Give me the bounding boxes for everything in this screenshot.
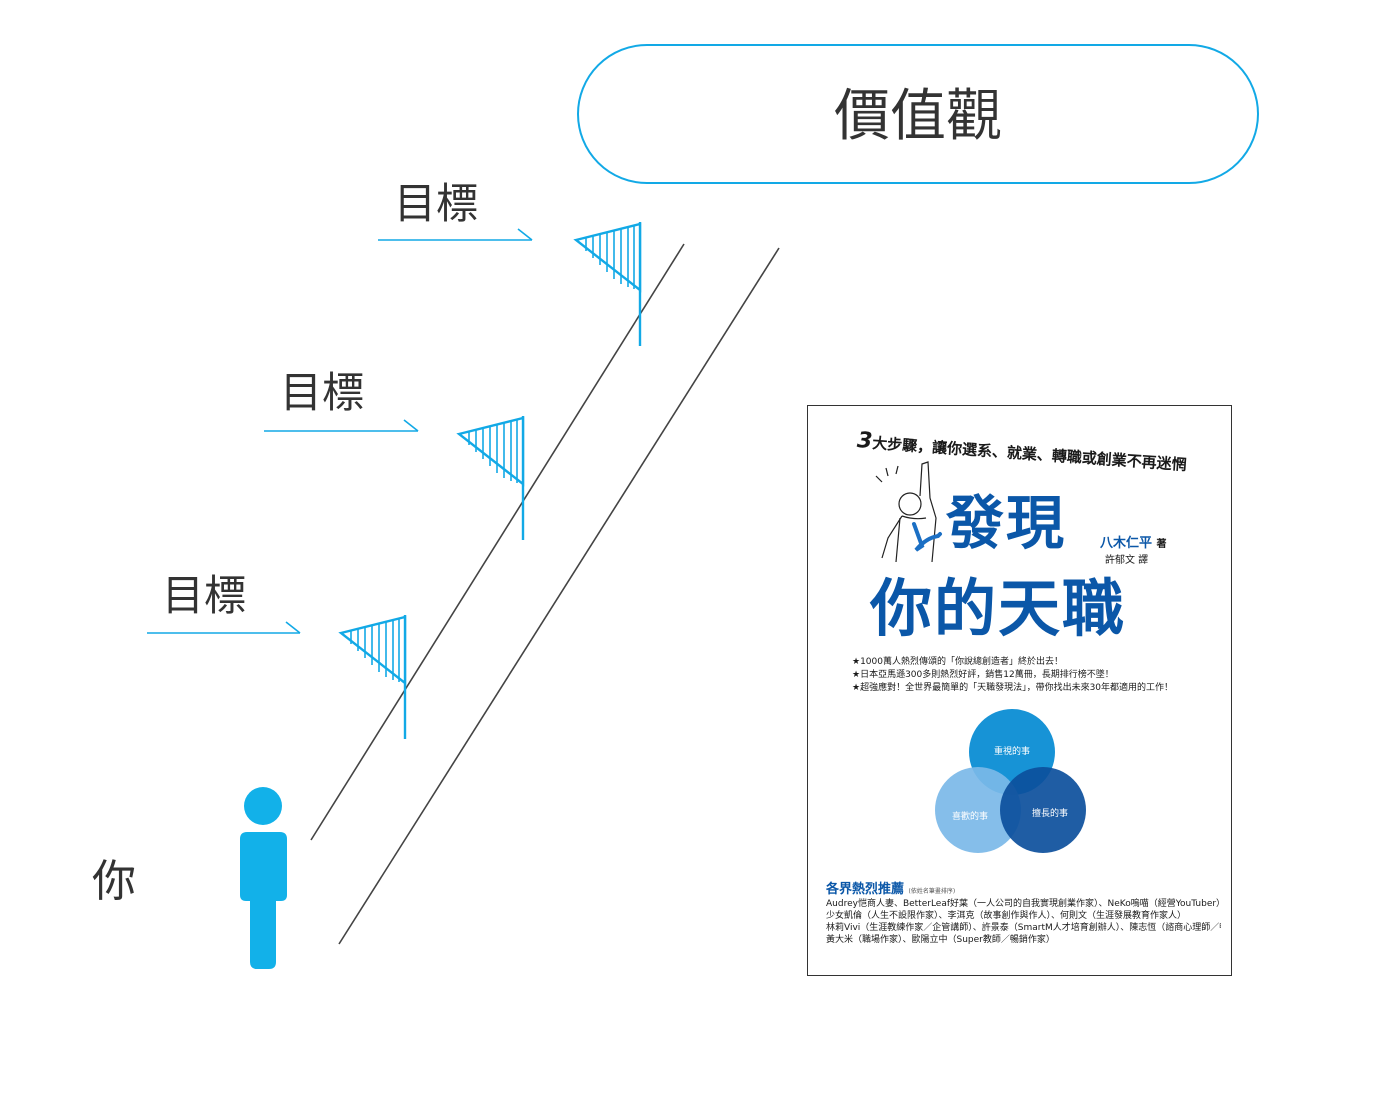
you-label: 你 [92,856,136,907]
goal-label-middle: 目標 [280,368,364,417]
venn-label-left: 喜歡的事 [952,810,988,822]
recommend-line: 黃大米（職場作家）、歐陽立中（Super教師／暢銷作家） [826,935,1055,945]
road-line-left [310,243,685,841]
flag-icon [573,222,642,346]
person-icon [240,787,287,969]
book-title-line-2: 你的天職 [870,572,1127,645]
venn-diagram: 重視的事 喜歡的事 擅長的事 [935,709,1086,853]
recommend-line: 少女凱倫（人生不設限作家）、李洱克（故事創作與作人）、何則文（生涯發展教育作家人… [826,911,1187,921]
book-author: 八木仁平 著 [1100,532,1167,551]
arrow-right-icon [378,228,533,241]
recommend-title-text: 各界熱烈推薦 [826,882,905,897]
book-blurbs: ★1000萬人熱烈傳頌的「你說總創造者」終於出去！ ★日本亞馬遜300多則熱烈好… [852,656,1222,695]
road-line-right [338,247,780,945]
arrow-right-icon [147,621,301,634]
recommend-lines: Audrey恺商人妻、BetterLeaf好葉（一人公司的自我實現創業作家）、N… [826,898,1221,946]
book-blurb: ★超強應對！全世界最簡單的「天職發現法」，帶你找出未來30年都適用的工作！ [852,683,1174,693]
cheering-person-illustration-icon [875,461,942,563]
goal-label-top: 目標 [394,179,478,228]
venn-label-right: 擅長的事 [1032,807,1068,819]
values-pill [577,44,1259,184]
recommend-note: (依姓名筆畫排序) [908,888,956,895]
venn-label-top: 重視的事 [994,745,1030,757]
flag-icon [338,615,407,739]
flag-icon [456,416,525,540]
book-cover: 3大步驟，讓你選系、就業、轉職或創業不再迷惘 發現 八木仁平 著 許郁文 譯 你… [807,405,1232,976]
book-author-role: 著 [1156,539,1167,550]
recommend-line: 林莉Vivi（生涯教練作家／企管講師）、許景泰（SmartM人才培育創辦人）、陳… [826,923,1221,933]
goal-label-bottom: 目標 [162,571,246,620]
book-translator: 許郁文 譯 [1105,555,1149,566]
values-label: 價值觀 [834,84,1002,149]
recommend-line: Audrey恺商人妻、BetterLeaf好葉（一人公司的自我實現創業作家）、N… [826,899,1221,909]
book-title-line-1: 發現 [946,489,1067,557]
venn-circle-right [1000,767,1086,853]
book-blurb: ★1000萬人熱烈傳頌的「你說總創造者」終於出去！ [852,657,1063,667]
recommend-title: 各界熱烈推薦 (依姓名筆畫排序) [826,878,955,897]
book-blurb: ★日本亞馬遜300多則熱烈好評，銷售12萬冊，長期排行榜不墜！ [852,670,1114,680]
arrow-right-icon [264,419,419,432]
venn-circle-left [935,767,1021,853]
book-author-name: 八木仁平 [1100,536,1153,551]
